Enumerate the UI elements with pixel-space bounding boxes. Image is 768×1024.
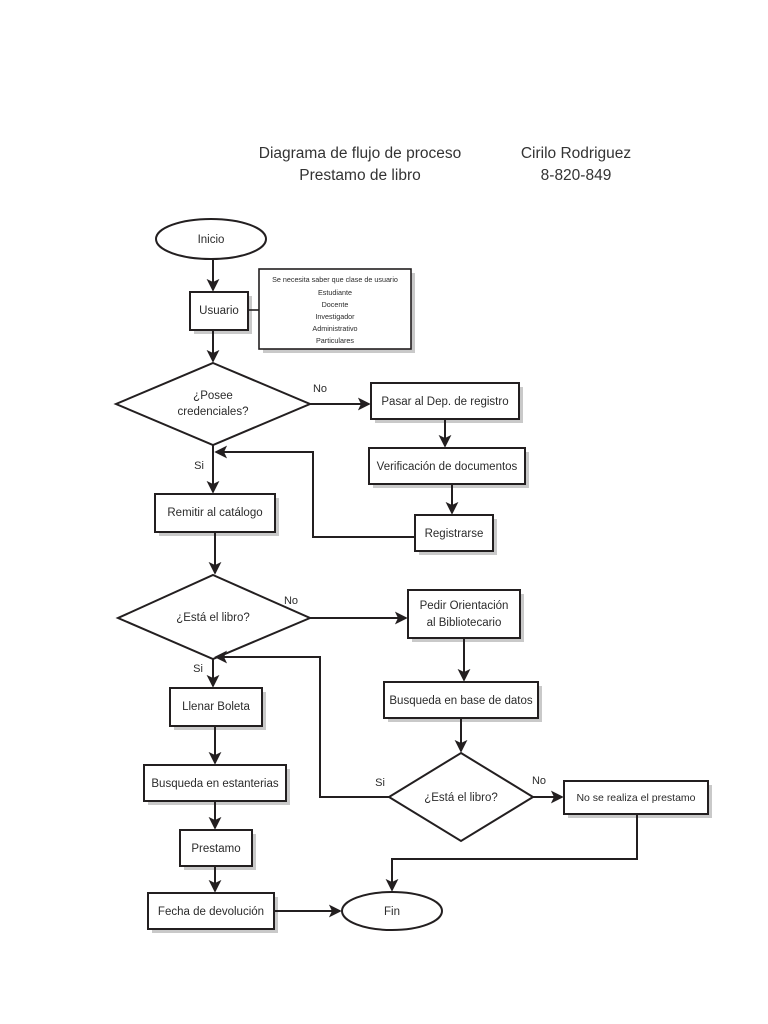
node-usuario-label: Usuario (199, 305, 239, 317)
node-busqueda-estanterias-label: Busqueda en estanterias (151, 778, 278, 790)
node-pedir-orientacion-line2: al Bibliotecario (427, 617, 502, 629)
edge-label-credenciales-si: Si (194, 460, 204, 472)
note-item-estudiante: Estudiante (318, 288, 352, 297)
node-inicio-label: Inicio (198, 234, 225, 246)
edge-label-libro1-si: Si (193, 663, 203, 675)
node-prestamo-label: Prestamo (191, 843, 240, 855)
node-llenar-boleta-label: Llenar Boleta (182, 701, 250, 713)
node-esta-el-libro-2-label: ¿Está el libro? (424, 792, 498, 804)
author-id: 8-820-849 (540, 167, 612, 185)
node-fecha-devolucion-label: Fecha de devolución (158, 906, 264, 918)
node-busqueda-bd-label: Busqueda en base de datos (389, 695, 532, 707)
edge-label-libro2-si: Si (375, 777, 385, 789)
node-pasar-registro (370, 382, 520, 420)
node-no-prestamo (563, 780, 709, 815)
note-box (258, 268, 412, 350)
node-remitir-catalogo-label: Remitir al catálogo (167, 507, 262, 519)
node-prestamo (179, 829, 253, 867)
node-posee-credenciales (113, 361, 313, 447)
edge-noprestamo-fin (385, 814, 638, 892)
edge-label-libro1-no: No (284, 595, 298, 607)
node-llenar-boleta (169, 687, 263, 727)
node-fin-label: Fin (384, 906, 400, 918)
node-usuario (189, 291, 249, 331)
author-block: Cirilo Rodriguez 8-820-849 (486, 143, 666, 188)
note-heading: Se necesita saber que clase de usuario (272, 275, 398, 284)
node-pedir-orientacion (407, 589, 521, 639)
edge-label-credenciales-no: No (313, 383, 327, 395)
node-pedir-orientacion-line1: Pedir Orientación (420, 600, 509, 612)
node-esta-el-libro-1-label: ¿Está el libro? (176, 612, 250, 624)
note-item-investigador: Investigador (315, 312, 355, 321)
node-no-prestamo-label: No se realiza el prestamo (576, 792, 695, 804)
diagram-title-line2: Prestamo de libro (299, 167, 421, 185)
node-verificacion (368, 447, 526, 485)
node-pasar-registro-label: Pasar al Dep. de registro (381, 396, 508, 408)
node-busqueda-bd (383, 681, 539, 719)
note-item-particulares: Particulares (316, 336, 354, 345)
node-registrarse (414, 514, 494, 552)
node-inicio (155, 218, 267, 260)
node-posee-credenciales-line2: credenciales? (178, 406, 249, 418)
node-fin (341, 891, 443, 931)
diagram-title: Diagrama de flujo de proceso Prestamo de… (236, 143, 484, 188)
edge-libro2-si (214, 650, 389, 798)
node-posee-credenciales-line1: ¿Posee (193, 390, 233, 402)
node-fecha-devolucion (147, 892, 275, 930)
note-item-administrativo: Administrativo (312, 324, 357, 333)
edge-registrarse-remitir (214, 445, 415, 538)
node-verificacion-label: Verificación de documentos (377, 461, 518, 473)
note-item-docente: Docente (322, 300, 349, 309)
node-esta-el-libro-2 (387, 751, 535, 843)
edge-label-libro2-no: No (532, 775, 546, 787)
node-remitir-catalogo (154, 493, 276, 533)
node-registrarse-label: Registrarse (425, 528, 484, 540)
author-name: Cirilo Rodriguez (520, 145, 632, 162)
diagram-title-line1: Diagrama de flujo de proceso (258, 145, 462, 162)
